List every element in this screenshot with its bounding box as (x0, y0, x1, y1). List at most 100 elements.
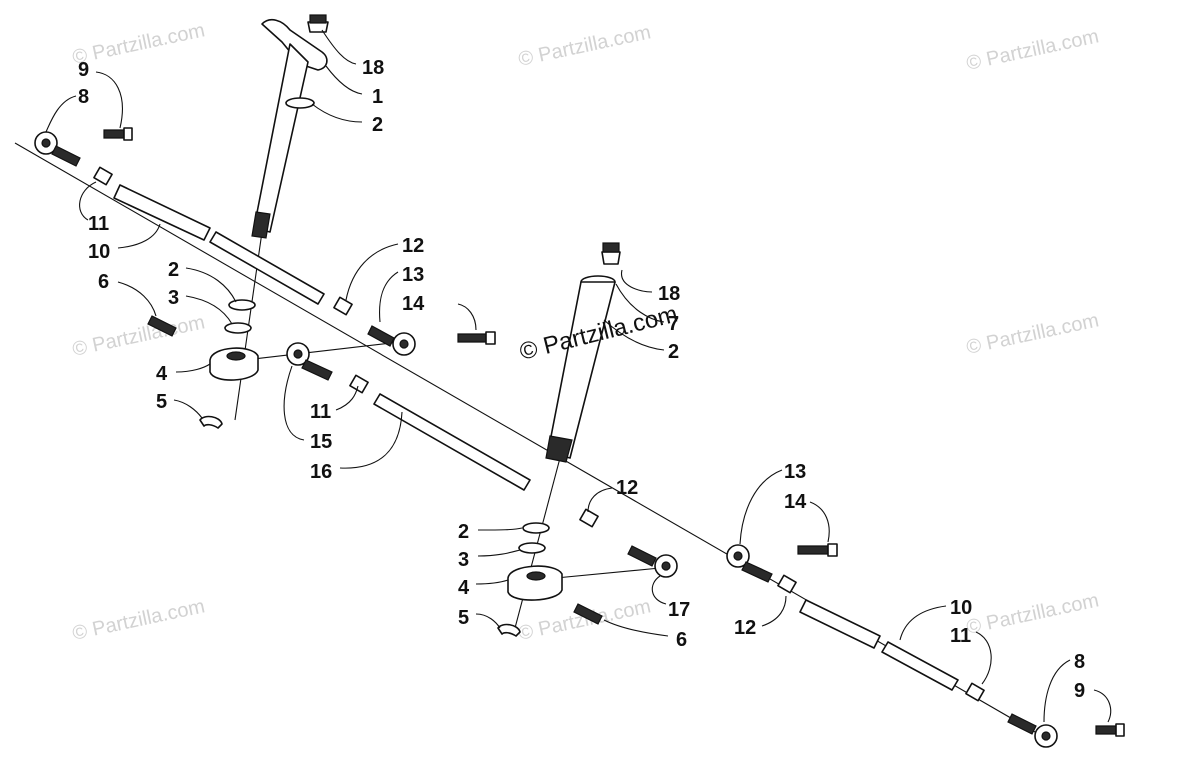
clamp-4-right-bore (526, 571, 546, 581)
callout-11-right: 11 (950, 625, 971, 647)
rod-end-13-right-thread (741, 561, 773, 583)
callout-1: 1 (372, 86, 383, 108)
leader-18a (321, 29, 357, 65)
nut-11-right (965, 682, 985, 702)
callout-12-right: 12 (734, 617, 756, 639)
rod-end-13-left-hole (399, 339, 409, 349)
leader-6b (603, 619, 669, 637)
leader-13a (378, 271, 399, 323)
leader-6a (117, 281, 157, 317)
callout-12-left: 12 (402, 235, 424, 257)
washer-2-right (522, 522, 550, 534)
callout-9-left: 9 (78, 59, 89, 81)
leader-2c (603, 319, 665, 351)
leader-7 (615, 283, 665, 323)
rod-end-8-right-hole (1041, 731, 1051, 741)
callout-2-right: 2 (458, 521, 469, 543)
callout-2-right-top: 2 (668, 341, 679, 363)
leader-8a (45, 95, 77, 133)
clamp-4-left-bore (226, 351, 246, 361)
bolt-14-right-head (827, 543, 838, 557)
callout-4-left: 4 (156, 363, 168, 385)
washer-2-left (228, 299, 256, 311)
rod-end-17-hole (661, 561, 671, 571)
clamp-4-right (507, 565, 563, 601)
tie-rod-10-right-a (799, 599, 881, 649)
watermark-3: © Partzilla.com (964, 25, 1100, 75)
clamp-4-left (209, 347, 259, 381)
bolt-9-left (103, 129, 125, 139)
watermark-6: © Partzilla.com (70, 595, 206, 645)
nut-11-center (349, 374, 369, 394)
callout-2-left: 2 (168, 259, 179, 281)
rod-end-8-left-hole (41, 138, 51, 148)
washer-3-left (224, 322, 252, 334)
callout-11-center: 11 (310, 401, 331, 423)
callout-10-right: 10 (950, 597, 972, 619)
leader-2b (185, 267, 237, 303)
steering-arm-1 (261, 18, 328, 71)
bolt-14-left (457, 333, 487, 343)
bolt-9-left-head (123, 127, 133, 141)
callout-8-right: 8 (1074, 651, 1085, 673)
left-arm-axis (244, 341, 401, 361)
rod-end-8-left-thread (51, 145, 81, 167)
leader-13b (739, 469, 783, 545)
rod-end-15-hole (293, 349, 303, 359)
callout-11-left: 11 (88, 213, 109, 235)
callout-18-right: 18 (658, 283, 680, 305)
leader-16 (339, 411, 403, 469)
leader-11b (335, 385, 359, 411)
leader-lines (45, 29, 1112, 723)
rod-end-15-thread (301, 359, 333, 381)
spindle-shaft (253, 43, 309, 233)
leader-12a (345, 243, 399, 301)
leader-5b (475, 613, 501, 629)
rod-end-13-right-hole (733, 551, 743, 561)
leader-15 (283, 365, 305, 441)
callout-13-left: 13 (402, 264, 424, 286)
callout-labels: 18 1 2 9 8 11 10 2 3 6 4 5 12 13 14 11 1… (78, 57, 1085, 702)
watermark-8: © Partzilla.com (964, 589, 1100, 639)
leader-9a (95, 71, 123, 129)
leader-10b (899, 605, 947, 641)
callout-15: 15 (310, 431, 332, 453)
leader-2a (311, 103, 363, 123)
callout-10-left: 10 (88, 241, 110, 263)
leader-17 (651, 575, 667, 605)
callout-6-left: 6 (98, 271, 109, 293)
rod-ends (34, 131, 1058, 748)
rod-end-17-thread (627, 545, 657, 567)
callout-5-left: 5 (156, 391, 167, 413)
right-steering-spindle (545, 242, 621, 463)
left-steering-spindle (251, 14, 329, 239)
leader-1 (325, 65, 363, 95)
bolt-9-right-head (1115, 723, 1125, 737)
callout-14-left: 14 (402, 293, 425, 315)
nut-11-left (93, 166, 113, 186)
callout-18-left: 18 (362, 57, 384, 79)
callout-5-right: 5 (458, 607, 469, 629)
leader-5a (173, 399, 203, 419)
rod-end-8-right-thread (1007, 713, 1037, 735)
callout-2-top: 2 (372, 114, 383, 136)
spindle-splines (251, 211, 271, 239)
spindle-ring-2 (285, 97, 315, 109)
right-spindle-splines (545, 435, 573, 463)
callout-3-left: 3 (168, 287, 179, 309)
leader-4a (175, 363, 211, 373)
watermark-5: © Partzilla.com (964, 309, 1100, 359)
clip-5-right (497, 623, 521, 637)
plug-18-right-top (602, 242, 620, 253)
leader-3a (185, 295, 233, 325)
leader-8b (1043, 659, 1071, 723)
nut-12-left (333, 296, 353, 316)
bolt-9-right (1095, 725, 1117, 735)
callout-16: 16 (310, 461, 332, 483)
leader-3b (477, 549, 521, 557)
watermark-7: © Partzilla.com (516, 595, 652, 645)
callout-14-right: 14 (784, 491, 807, 513)
callout-4-right: 4 (458, 577, 470, 599)
